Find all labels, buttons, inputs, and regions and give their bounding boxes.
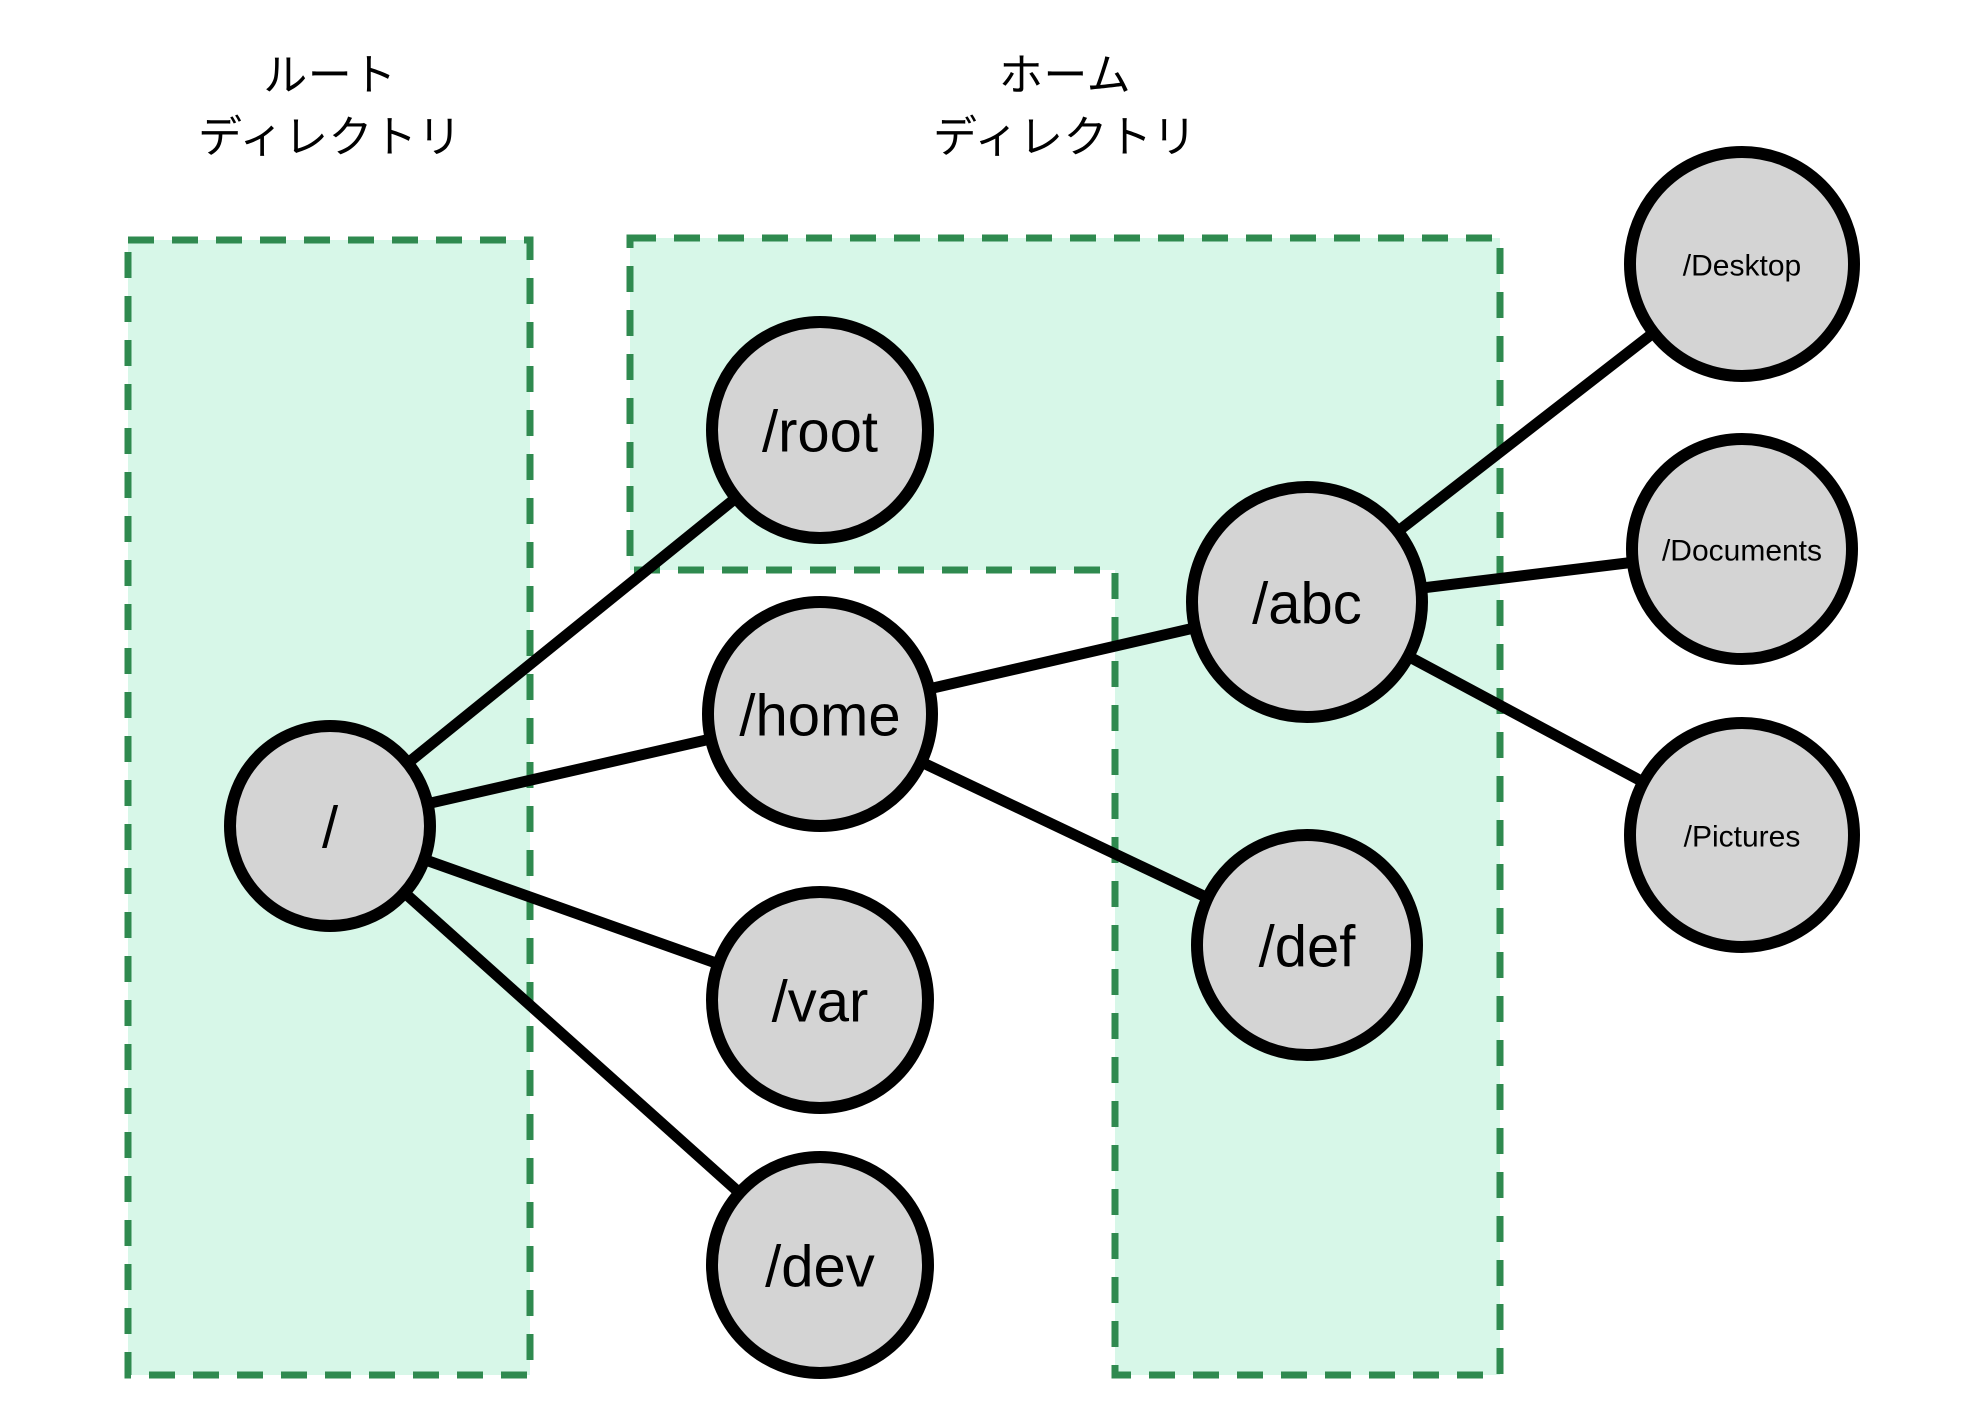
node-circle-var[interactable] (706, 886, 934, 1114)
node-group: / /root/home/var/dev/abc/def/Desktop/Docu… (224, 146, 1860, 1379)
node-label-abc: /abc (1252, 572, 1362, 637)
region-label-home-directory: ホーム ディレクトリ (933, 50, 1197, 164)
node-desktop[interactable]: /Desktop (1624, 146, 1860, 382)
node-label-var: /var (772, 970, 869, 1035)
node-circle-pictures[interactable] (1624, 717, 1860, 953)
node-dev[interactable]: /dev (706, 1151, 934, 1379)
node-circle-root-dir[interactable] (706, 316, 934, 544)
node-circle-home[interactable] (702, 596, 938, 832)
node-circle-dev[interactable] (706, 1151, 934, 1379)
node-label-home: /home (739, 684, 900, 749)
node-var[interactable]: /var (706, 886, 934, 1114)
node-label-root-dir: /root (762, 400, 878, 465)
node-root-dir[interactable]: /root (706, 316, 934, 544)
node-label-desktop: /Desktop (1683, 250, 1801, 283)
node-documents[interactable]: /Documents (1626, 433, 1858, 665)
node-label-root: / (322, 796, 339, 861)
node-circle-desktop[interactable] (1624, 146, 1860, 382)
node-label-pictures: /Pictures (1684, 821, 1801, 854)
node-home[interactable]: /home (702, 596, 938, 832)
node-label-def: /def (1259, 915, 1357, 980)
node-label-dev: /dev (765, 1235, 875, 1300)
node-label-documents: /Documents (1662, 535, 1822, 568)
node-circle-documents[interactable] (1626, 433, 1858, 665)
node-abc[interactable]: /abc (1186, 481, 1428, 723)
node-pictures[interactable]: /Pictures (1624, 717, 1860, 953)
region-label-root-directory: ルート ディレクトリ (198, 50, 462, 164)
node-circle-abc[interactable] (1186, 481, 1428, 723)
node-def[interactable]: /def (1191, 829, 1423, 1061)
node-root[interactable]: / (224, 720, 436, 932)
node-circle-root[interactable] (224, 720, 436, 932)
node-circle-def[interactable] (1191, 829, 1423, 1061)
